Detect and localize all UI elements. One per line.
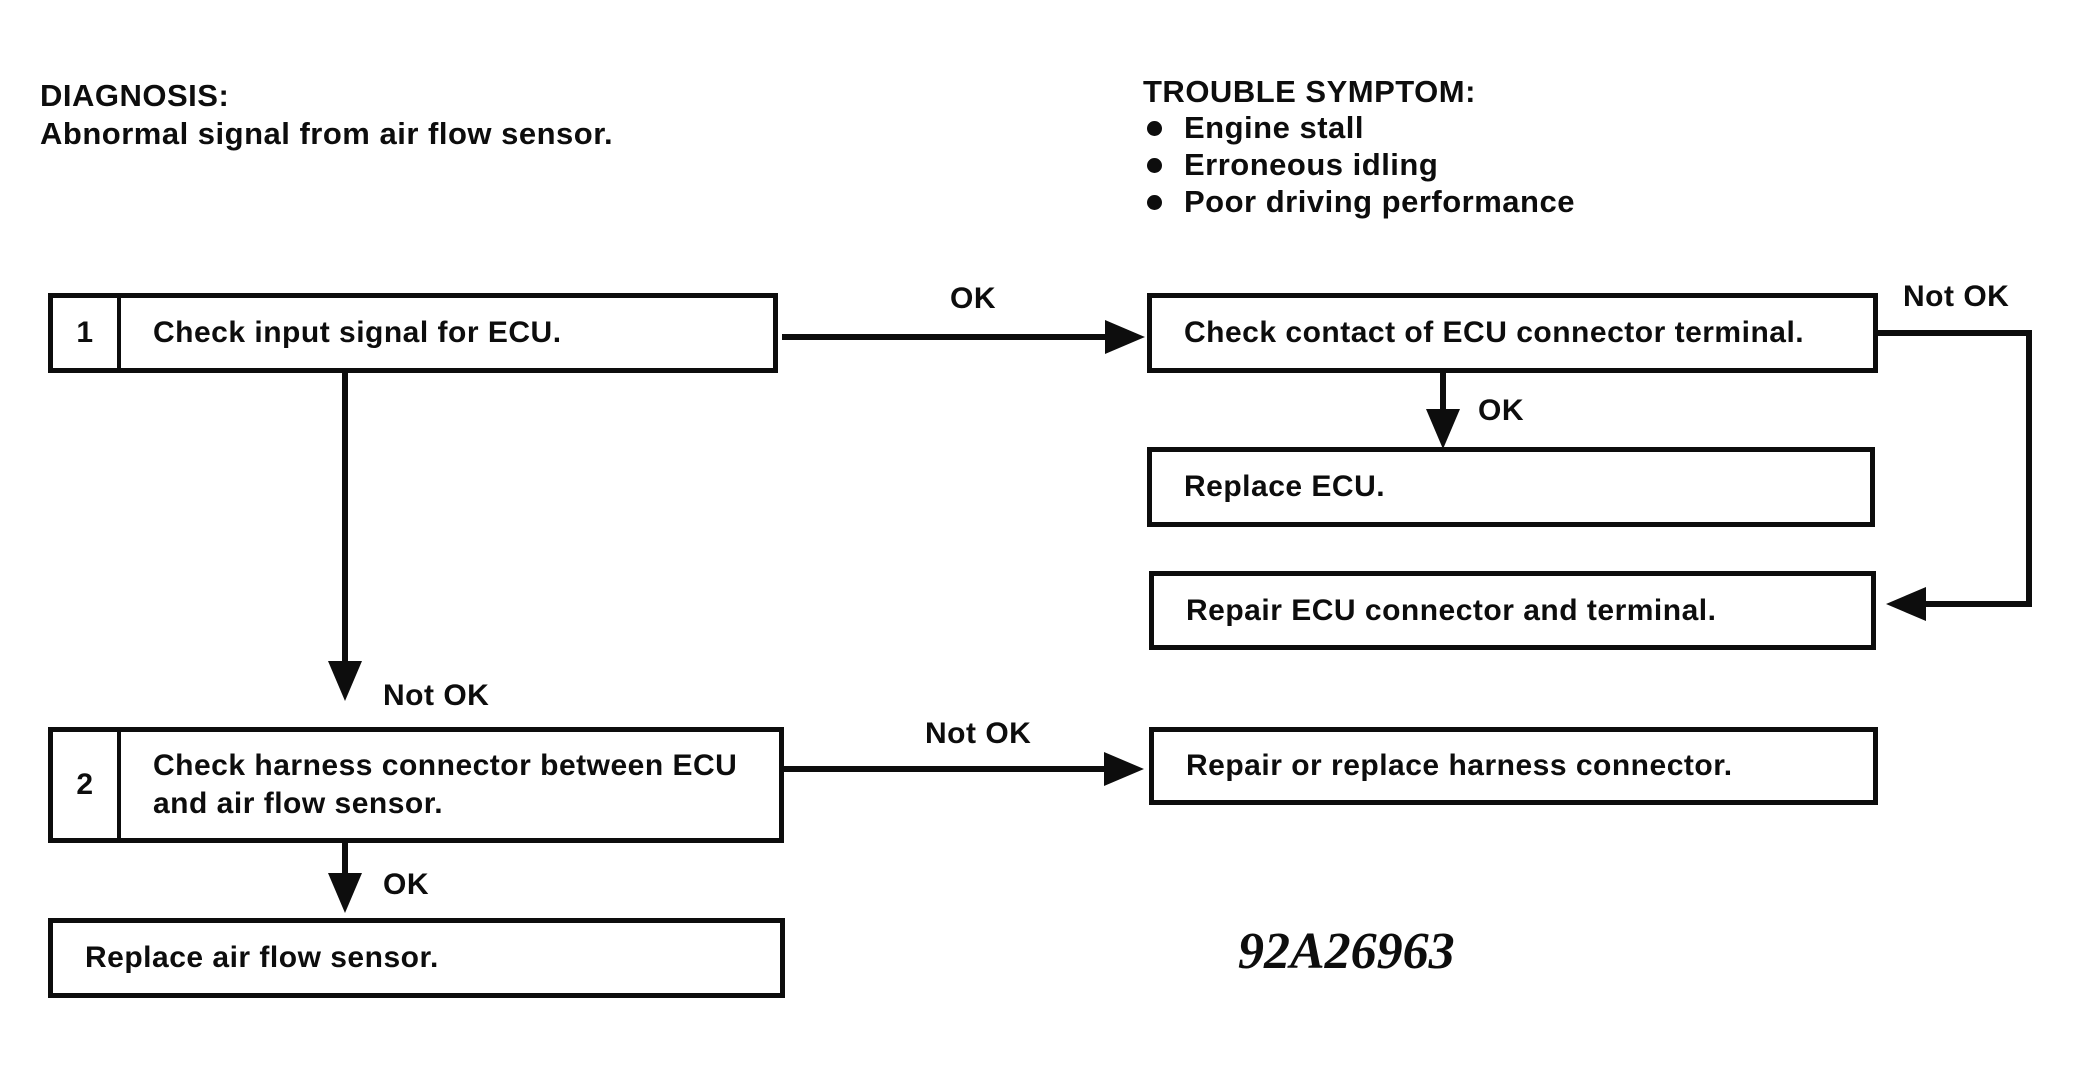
arrowhead-left-icon xyxy=(1886,587,1926,621)
flow-box-repair-harness: Repair or replace harness connector. xyxy=(1149,727,1878,805)
bullet-icon xyxy=(1147,157,1162,173)
symptom-item: Poor driving performance xyxy=(1147,184,1575,220)
step-number: 2 xyxy=(76,768,94,801)
diagnosis-heading: DIAGNOSIS: xyxy=(40,78,230,113)
result-text: Replace ECU. xyxy=(1184,470,1386,503)
arrow-line-step1-to-check-contact xyxy=(782,334,1110,340)
label-step2-ok: OK xyxy=(383,868,429,901)
label-check-contact-ok: OK xyxy=(1478,394,1524,427)
label-step1-not-ok: Not OK xyxy=(383,679,490,712)
connector-line-not-ok-top xyxy=(1878,330,2032,336)
flow-box-replace-ecu: Replace ECU. xyxy=(1147,447,1875,527)
diagnosis-description: Abnormal signal from air flow sensor. xyxy=(40,116,614,151)
figure-code: 92A26963 xyxy=(1238,923,1455,980)
symptom-label: Poor driving performance xyxy=(1184,184,1575,219)
step-number-cell: 2 xyxy=(53,732,121,838)
arrowhead-right-icon xyxy=(1104,752,1144,786)
arrow-line-check-contact-to-replace-ecu xyxy=(1440,373,1446,411)
bullet-icon xyxy=(1147,194,1162,210)
result-text: Repair ECU connector and terminal. xyxy=(1186,593,1717,627)
symptom-label: Engine stall xyxy=(1184,110,1364,145)
flow-box-replace-air-flow-sensor: Replace air flow sensor. xyxy=(48,918,785,998)
step-text-line: Check harness connector between ECU xyxy=(153,749,738,782)
flow-box-check-contact: Check contact of ECU connector terminal. xyxy=(1147,293,1878,373)
label-step2-not-ok: Not OK xyxy=(925,717,1032,750)
step-number-cell: 1 xyxy=(53,298,121,368)
flow-box-repair-ecu-connector: Repair ECU connector and terminal. xyxy=(1149,571,1876,650)
step-text-line: and air flow sensor. xyxy=(153,787,444,820)
arrowhead-right-icon xyxy=(1105,320,1145,354)
arrow-line-step2-to-replace-sensor xyxy=(342,843,348,875)
step-text: Check harness connector between ECU and … xyxy=(121,747,737,823)
arrowhead-down-icon xyxy=(1426,409,1460,449)
symptom-item: Engine stall xyxy=(1147,110,1364,146)
flow-box-step1: 1 Check input signal for ECU. xyxy=(48,293,778,373)
result-text: Check contact of ECU connector terminal. xyxy=(1184,316,1805,349)
step-number: 1 xyxy=(76,316,94,349)
step-text: Check input signal for ECU. xyxy=(153,316,562,349)
flow-box-step2: 2 Check harness connector between ECU an… xyxy=(48,727,784,843)
result-text: Replace air flow sensor. xyxy=(85,941,439,974)
connector-line-not-ok-bottom xyxy=(1924,601,2032,607)
label-check-contact-not-ok: Not OK xyxy=(1903,280,2010,313)
label-step1-ok: OK xyxy=(950,282,996,315)
arrow-line-step1-to-step2 xyxy=(342,373,348,663)
connector-line-not-ok-vertical xyxy=(2026,330,2032,607)
result-text: Repair or replace harness connector. xyxy=(1186,749,1733,782)
symptom-item: Erroneous idling xyxy=(1147,147,1438,183)
arrow-line-step2-to-repair-harness xyxy=(784,766,1108,772)
trouble-symptom-heading: TROUBLE SYMPTOM: xyxy=(1143,74,1476,109)
bullet-icon xyxy=(1147,120,1162,136)
arrowhead-down-icon xyxy=(328,873,362,913)
symptom-label: Erroneous idling xyxy=(1184,147,1439,182)
arrowhead-down-icon xyxy=(328,661,362,701)
